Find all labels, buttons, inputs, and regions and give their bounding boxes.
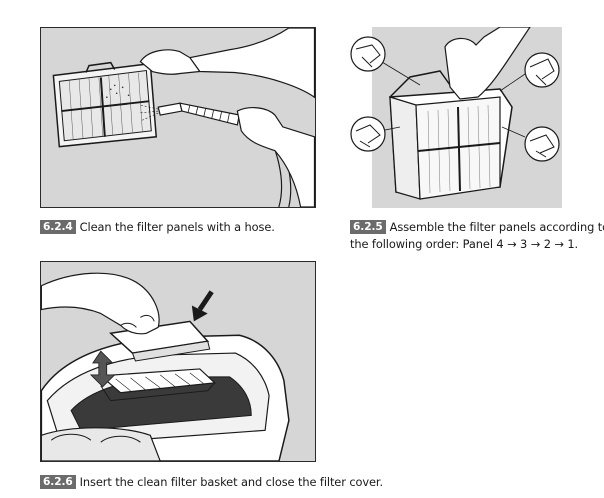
insert-basket-drawing xyxy=(41,272,290,461)
step-text: Clean the filter panels with a hose. xyxy=(79,220,275,234)
close-cover-arrow-icon xyxy=(191,290,214,322)
filter-basket xyxy=(99,368,216,402)
insert-arrow-icon xyxy=(89,350,116,388)
step-number-badge: 6.2.4 xyxy=(40,220,76,234)
filter-basket xyxy=(389,70,513,200)
step-text: Insert the clean filter basket and close… xyxy=(79,475,383,489)
step-text-line-2: the following order: Panel 4 → 3 → 2 → 1… xyxy=(350,237,578,251)
step-number-badge: 6.2.5 xyxy=(350,220,386,234)
illustration-hose-cleaning xyxy=(40,27,316,208)
illustration-assemble-panels xyxy=(350,27,562,208)
assemble-panels-drawing xyxy=(350,27,562,208)
hose-cleaning-drawing xyxy=(52,28,315,207)
step-number-badge: 6.2.6 xyxy=(40,475,76,489)
illustration-insert-basket xyxy=(40,261,316,462)
detail-callout-circles xyxy=(350,36,560,162)
filter-panel xyxy=(52,61,158,148)
step-text-line-1: Assemble the filter panels according to xyxy=(389,220,604,234)
